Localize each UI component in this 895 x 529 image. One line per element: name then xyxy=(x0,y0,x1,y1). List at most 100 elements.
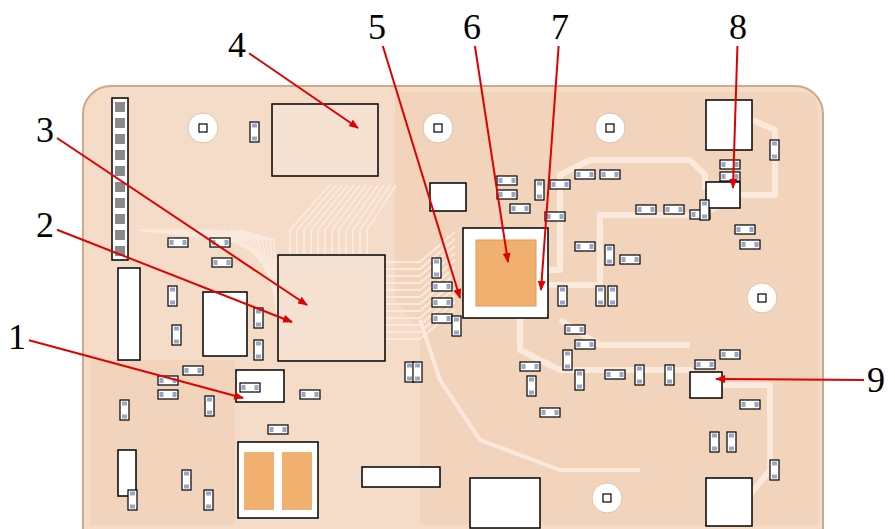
leader-arrow xyxy=(57,138,307,305)
smd-pad xyxy=(537,195,542,199)
smd-part xyxy=(558,286,567,306)
smd-pad xyxy=(598,301,603,305)
smd-pad xyxy=(742,402,746,407)
callout-number: 7 xyxy=(551,9,569,45)
smd-pad xyxy=(712,434,717,438)
smd-part xyxy=(770,140,779,160)
smd-part xyxy=(600,170,620,179)
pcb-traces xyxy=(420,120,775,495)
smd-pad xyxy=(552,182,556,187)
smd-pad xyxy=(535,364,539,369)
smd-pad xyxy=(207,398,212,402)
header-pad xyxy=(115,230,125,240)
smd-pad xyxy=(590,342,594,347)
smd-part xyxy=(168,238,188,247)
smd-part xyxy=(635,365,644,385)
smd-pad xyxy=(130,492,135,496)
smd-pad xyxy=(735,352,739,357)
callout-number: 2 xyxy=(36,207,54,243)
smd-pad xyxy=(567,327,571,332)
smd-pad xyxy=(560,214,564,219)
leader-arrow xyxy=(475,46,508,262)
smd-pad xyxy=(565,365,570,369)
trace xyxy=(311,185,348,255)
header-pad xyxy=(115,150,125,160)
smd-pad xyxy=(772,155,777,159)
smd-part xyxy=(254,340,263,360)
trace xyxy=(297,185,336,255)
header-pad xyxy=(115,118,125,128)
smd-pad xyxy=(637,380,642,384)
trace xyxy=(360,185,390,255)
smd-part xyxy=(452,316,461,336)
smd-part xyxy=(205,396,214,416)
smd-pad xyxy=(434,316,438,321)
smd-pad xyxy=(255,385,259,390)
smd-part xyxy=(665,365,674,385)
copper-pour xyxy=(90,92,818,525)
smd-pad xyxy=(729,447,734,451)
smd-part xyxy=(563,350,572,370)
smd-part xyxy=(664,205,684,214)
smd-pad xyxy=(499,178,503,183)
smd-pad xyxy=(160,378,164,383)
smd-part xyxy=(720,160,740,169)
smd-part xyxy=(250,122,259,142)
smd-pad xyxy=(602,172,606,177)
smd-part xyxy=(550,180,570,189)
smd-pad xyxy=(577,342,581,347)
smd-pad xyxy=(512,178,516,183)
smd-pad xyxy=(702,215,707,219)
smd-pad xyxy=(242,385,246,390)
smd-pad xyxy=(270,427,274,432)
smd-pad xyxy=(170,288,175,292)
smd-pad xyxy=(170,301,175,305)
smd-pad xyxy=(710,362,714,367)
mounting-hole xyxy=(188,113,218,143)
smd-part xyxy=(636,205,656,214)
smd-part xyxy=(740,400,760,409)
smd-pad xyxy=(225,240,229,245)
smd-pad xyxy=(407,377,412,381)
smd-pad xyxy=(635,257,639,262)
smd-part xyxy=(183,366,203,375)
smd-pad xyxy=(712,447,717,451)
smd-pad xyxy=(454,331,459,335)
smd-part xyxy=(700,200,709,220)
smd-part xyxy=(565,325,585,334)
smd-part xyxy=(695,360,715,369)
smd-pad xyxy=(184,472,189,476)
mounting-hole xyxy=(747,283,777,313)
smd-pad xyxy=(560,301,565,305)
smd-pad xyxy=(256,323,261,327)
smd-part xyxy=(432,258,441,278)
smd-part xyxy=(268,425,288,434)
smd-part xyxy=(413,362,422,382)
smd-part xyxy=(168,286,177,306)
smd-pad xyxy=(580,327,584,332)
smd-part xyxy=(510,204,530,213)
smd-pad xyxy=(256,342,261,346)
smd-part xyxy=(432,298,452,307)
thermal-pad xyxy=(244,240,536,510)
smd-pad xyxy=(512,206,516,211)
smd-part xyxy=(575,370,584,390)
chip-outlines xyxy=(118,100,752,528)
smd-pad xyxy=(565,352,570,356)
smd-part xyxy=(596,286,605,306)
smd-pad xyxy=(522,364,526,369)
smd-part xyxy=(545,212,565,221)
smd-pad xyxy=(252,137,257,141)
smd-pad xyxy=(183,240,187,245)
mounting-hole xyxy=(423,113,453,143)
smd-pad xyxy=(447,284,451,289)
callout-number: 5 xyxy=(368,9,386,45)
smd-part xyxy=(540,408,560,417)
smd-pad xyxy=(638,207,642,212)
smd-pad xyxy=(577,385,582,389)
smd-pad xyxy=(454,318,459,322)
smd-pad xyxy=(637,367,642,371)
